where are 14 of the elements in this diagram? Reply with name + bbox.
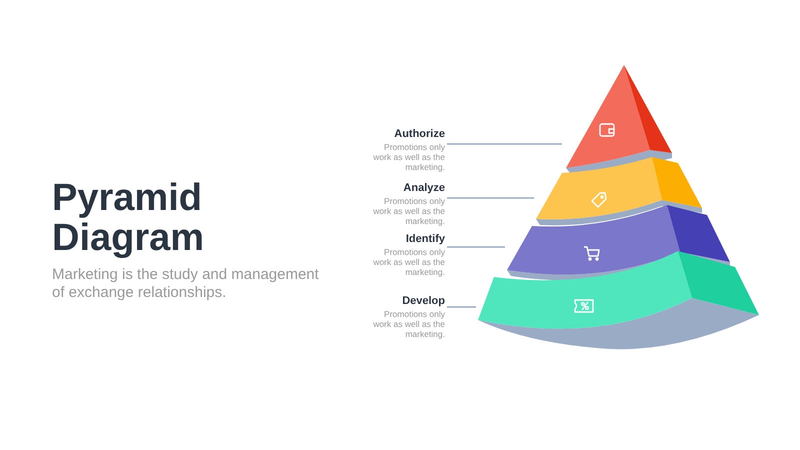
step-heading: Authorize <box>393 128 445 140</box>
leader-line <box>447 197 534 199</box>
subtitle: Marketing is the study and management of exchange relationships. <box>52 266 320 302</box>
step-description: Promotions only work as well as the marketing. <box>372 247 445 277</box>
step-heading: Develop <box>401 295 445 307</box>
step-heading: Identify <box>404 233 445 245</box>
leader-line <box>447 306 476 308</box>
leader-line <box>447 143 562 145</box>
step-description: Promotions only work as well as the marketing. <box>372 142 445 172</box>
step-heading: Analyze <box>402 182 445 194</box>
step-description: Promotions only work as well as the marketing. <box>372 196 445 226</box>
step-description: Promotions only work as well as the marketing. <box>372 309 445 339</box>
leader-line <box>447 246 505 248</box>
title: Pyramid Diagram <box>52 178 206 258</box>
